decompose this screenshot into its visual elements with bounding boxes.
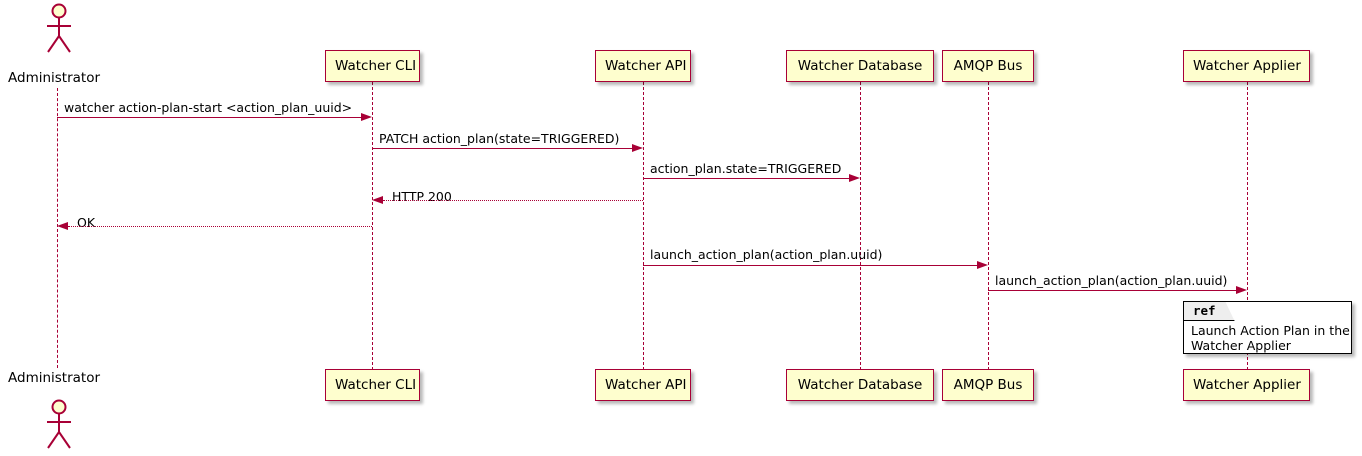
participant-watcher-api-bottom[interactable]: Watcher API: [595, 369, 691, 401]
lifeline-watcher-cli: [372, 82, 373, 370]
participant-watcher-applier-top[interactable]: Watcher Applier: [1183, 50, 1310, 82]
message-line-7: [988, 290, 1236, 291]
message-label-4: HTTP 200: [392, 189, 452, 204]
message-arrowhead-6: [977, 261, 988, 269]
message-line-6: [643, 265, 977, 266]
participant-watcher-cli-bottom[interactable]: Watcher CLI: [325, 369, 420, 401]
actor-administrator-top: [38, 2, 78, 54]
participant-watcher-database-bottom[interactable]: Watcher Database: [786, 369, 934, 401]
ref-fragment-body: Launch Action Plan in the Watcher Applie…: [1191, 323, 1350, 353]
actor-stick-figure-icon: [47, 399, 71, 449]
participant-amqp-bus-top[interactable]: AMQP Bus: [942, 50, 1034, 82]
message-label-7: launch_action_plan(action_plan.uuid): [995, 273, 1228, 288]
message-arrowhead-1: [361, 113, 372, 121]
message-arrowhead-5: [57, 222, 68, 230]
message-label-5: OK: [77, 215, 96, 230]
message-line-3: [643, 178, 849, 179]
actor-administrator-bottom: [38, 398, 78, 450]
participant-watcher-database-top[interactable]: Watcher Database: [786, 50, 934, 82]
actor-administrator-label-bottom: Administrator: [8, 370, 101, 386]
lifeline-watcher-applier: [1247, 82, 1248, 370]
message-label-1: watcher action-plan-start <action_plan_u…: [64, 100, 353, 115]
message-label-2: PATCH action_plan(state=TRIGGERED): [379, 131, 620, 146]
message-label-3: action_plan.state=TRIGGERED: [650, 161, 842, 176]
lifeline-watcher-database: [860, 82, 861, 370]
actor-stick-figure-icon: [47, 3, 71, 53]
actor-administrator-label-top: Administrator: [8, 70, 101, 86]
message-arrowhead-3: [849, 174, 860, 182]
message-arrowhead-2: [632, 144, 643, 152]
message-line-1: [57, 117, 362, 118]
lifeline-amqp-bus: [988, 82, 989, 370]
message-line-4: [383, 200, 643, 201]
message-arrowhead-4: [372, 196, 383, 204]
message-line-2: [372, 148, 632, 149]
message-label-6: launch_action_plan(action_plan.uuid): [650, 247, 883, 262]
lifeline-watcher-api: [643, 82, 644, 370]
participant-watcher-api-top[interactable]: Watcher API: [595, 50, 691, 82]
ref-fragment-tab-label: ref: [1184, 302, 1235, 321]
message-arrowhead-7: [1236, 286, 1247, 294]
participant-watcher-applier-bottom[interactable]: Watcher Applier: [1183, 369, 1310, 401]
participant-amqp-bus-bottom[interactable]: AMQP Bus: [942, 369, 1034, 401]
participant-watcher-cli-top[interactable]: Watcher CLI: [325, 50, 420, 82]
message-line-5: [68, 226, 372, 227]
ref-fragment: ref Launch Action Plan in the Watcher Ap…: [1183, 301, 1352, 354]
